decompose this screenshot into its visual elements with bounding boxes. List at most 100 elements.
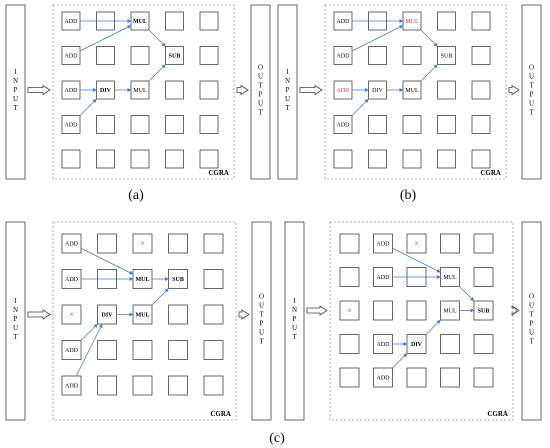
pe-cell-empty [165,80,184,100]
dataflow-arrow [459,286,475,302]
dataflow-arrow [80,247,134,275]
pe-cell-add [61,375,82,396]
pe-cell-empty [471,115,491,134]
pe-cell-empty [402,115,422,134]
pe-cell-empty [97,233,117,254]
pe-cell-empty [61,149,81,169]
pe-cell-empty [339,334,360,354]
input-bar [277,4,298,180]
pe-cell-sub [437,46,456,65]
pe-label: DIV [411,342,423,348]
pe-cell-empty [440,334,460,354]
dataflow-arrow [392,353,408,369]
pe-cell-empty [471,11,491,31]
pe-label: ADD [65,19,79,25]
pe-cell-empty [203,233,224,254]
dataflow-arrow [79,25,132,52]
pe-label: MUL [443,275,457,281]
pe-cell-empty [406,300,427,321]
pe-cell-empty [96,46,115,65]
pe-label: DIV [100,88,112,94]
output-arrow [511,305,520,316]
pe-label: MUL [136,277,150,283]
fault-mark: × [347,306,352,315]
output-arrow [508,84,520,96]
pe-cell-add [333,115,353,134]
panel-label-c: (c) [269,431,285,446]
dataflow-arrow [148,64,166,82]
pe-cell-empty [203,340,224,360]
fault-mark: × [69,310,74,319]
pe-label: ADD [337,54,351,60]
dataflow-arrow [148,29,166,47]
cgra-boundary [52,221,237,421]
input-bar [5,221,26,421]
pe-label: ADD [377,275,391,281]
pe-cell-empty [402,149,422,169]
dataflow-arrow [425,319,441,335]
pe-cell-empty [203,304,224,325]
pe-cell-empty [440,233,460,254]
output-arrow [238,309,250,320]
pe-cell-empty [473,233,494,254]
pe-cell-empty [471,46,491,65]
pe-cell-sub [165,46,184,65]
pe-cell-empty [339,367,360,388]
cgra-label: CGRA [480,169,501,177]
pe-label: ADD [65,123,79,129]
pe-cell-empty [368,46,387,65]
pe-label: ADD [65,242,79,248]
output-bar [521,221,542,421]
cgra-label: CGRA [210,410,231,418]
pe-label: MUL [136,313,150,319]
pe-label: ADD [65,88,79,94]
dataflow-arrow [392,247,441,273]
pe-label: ADD [377,242,391,248]
input-arrow [306,305,328,316]
pe-cell-empty [368,115,387,134]
pe-cell-empty [437,80,456,100]
input-bar [284,221,305,421]
fault-mark: × [414,239,419,248]
input-arrow [27,309,51,320]
pe-label: ADD [65,277,79,283]
pe-cell-faulty [406,233,427,254]
pe-label: MUL [405,19,419,25]
pe-cell-empty [406,367,427,388]
pe-label: ADD [377,342,391,348]
pe-label: SUB [441,54,453,60]
pe-cell-empty [199,149,219,169]
pe-cell-empty [368,149,387,169]
pe-cell-empty [130,115,150,134]
output-bar [250,4,271,180]
pe-cell-add [61,233,82,254]
pe-label: SUB [172,277,184,283]
pe-cell-empty [199,11,219,31]
pe-label: ADD [65,384,79,390]
pe-cell-empty [130,46,150,65]
pe-cell-empty [168,340,188,360]
pe-cell-empty [96,149,115,169]
pe-label: MUL [443,309,457,315]
dataflow-arrow [75,323,103,377]
pe-cell-empty [97,340,117,360]
pe-cell-empty [473,367,494,388]
cgra-label: CGRA [487,410,508,418]
pe-label: ADD [65,54,79,60]
dataflow-arrow [420,29,438,47]
pe-cell-empty [132,375,153,396]
output-arrow [236,84,249,96]
pe-label: MUL [133,88,147,94]
pe-label: ADD [337,88,351,94]
pe-cell-empty [168,375,188,396]
pe-cell-empty [168,304,188,325]
